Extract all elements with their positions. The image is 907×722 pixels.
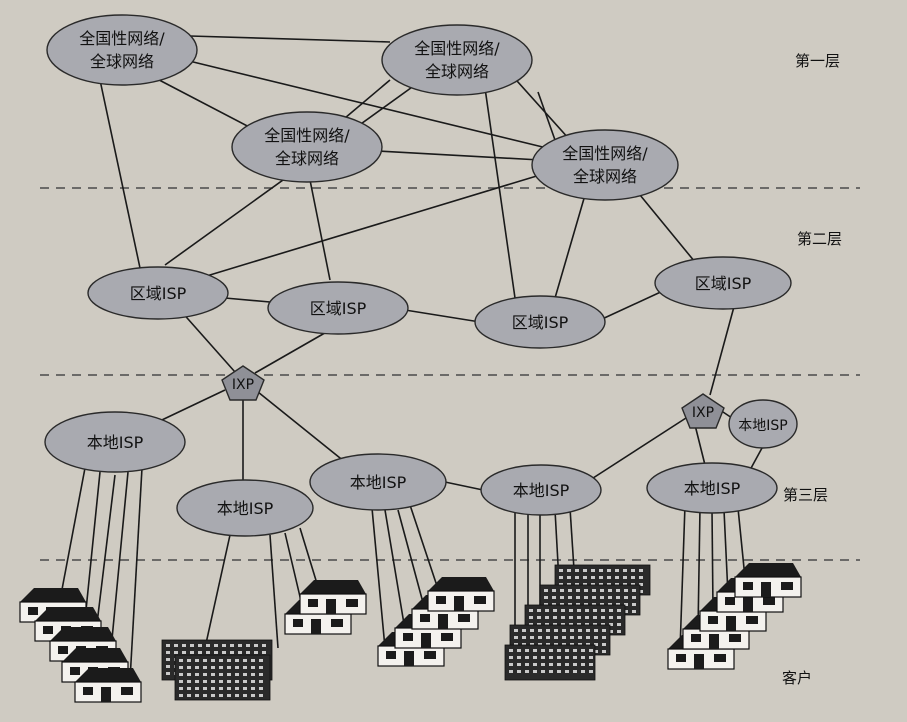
node-global-4-line1: 全国性网络/ [562, 144, 648, 163]
node-global-1-line2: 全球网络 [90, 52, 154, 71]
house-icon [299, 580, 367, 615]
apartment-icon [174, 654, 271, 701]
node-ixp-2-label: IXP [692, 405, 714, 421]
node-ixp-1-label: IXP [232, 377, 254, 393]
node-regional-2-label: 区域ISP [310, 299, 367, 318]
node-global-2: 全国性网络/ 全球网络 [381, 24, 533, 96]
node-local-5-label: 本地ISP [684, 479, 741, 498]
node-regional-3-label: 区域ISP [512, 313, 569, 332]
apartment-icon [504, 644, 596, 681]
node-local-1: 本地ISP [44, 411, 186, 473]
node-ixp-1: IXP [221, 365, 265, 401]
node-local-4: 本地ISP [480, 464, 602, 516]
node-local-4-label: 本地ISP [513, 481, 570, 500]
house-icon [427, 577, 495, 612]
node-regional-3: 区域ISP [474, 295, 606, 349]
links-tier2 [179, 289, 736, 396]
customers-label: 客户 [782, 669, 812, 687]
node-regional-4: 区域ISP [654, 256, 792, 310]
node-global-3-line1: 全国性网络/ [264, 126, 350, 145]
node-global-2-line1: 全国性网络/ [414, 39, 500, 58]
node-regional-4-label: 区域ISP [695, 274, 752, 293]
node-global-4-line2: 全球网络 [573, 167, 637, 186]
node-regional-1-label: 区域ISP [130, 284, 187, 303]
customer-icons [19, 563, 802, 703]
node-local-3-label: 本地ISP [350, 473, 407, 492]
node-regional-1: 区域ISP [87, 266, 229, 320]
node-local-3: 本地ISP [309, 453, 447, 511]
node-local-2: 本地ISP [176, 479, 314, 537]
node-local-1-label: 本地ISP [87, 433, 144, 452]
house-icon [74, 668, 142, 703]
node-local-2-label: 本地ISP [217, 499, 274, 518]
tier2-label: 第二层 [797, 230, 842, 248]
node-local-6: 本地ISP [728, 399, 798, 449]
node-global-3: 全国性网络/ 全球网络 [231, 111, 383, 183]
node-global-1-line1: 全国性网络/ [79, 29, 165, 48]
node-global-4: 全国性网络/ 全球网络 [531, 129, 679, 201]
tier3-label: 第三层 [783, 486, 828, 504]
node-global-1: 全国性网络/ 全球网络 [46, 14, 198, 86]
node-ixp-2: IXP [681, 393, 725, 429]
node-local-5: 本地ISP [646, 462, 778, 514]
house-icon [734, 563, 802, 598]
node-regional-2: 区域ISP [267, 281, 409, 335]
tier1-label: 第一层 [795, 52, 840, 70]
node-global-3-line2: 全球网络 [275, 149, 339, 168]
node-global-2-line2: 全球网络 [425, 62, 489, 81]
node-local-6-label: 本地ISP [738, 418, 787, 434]
